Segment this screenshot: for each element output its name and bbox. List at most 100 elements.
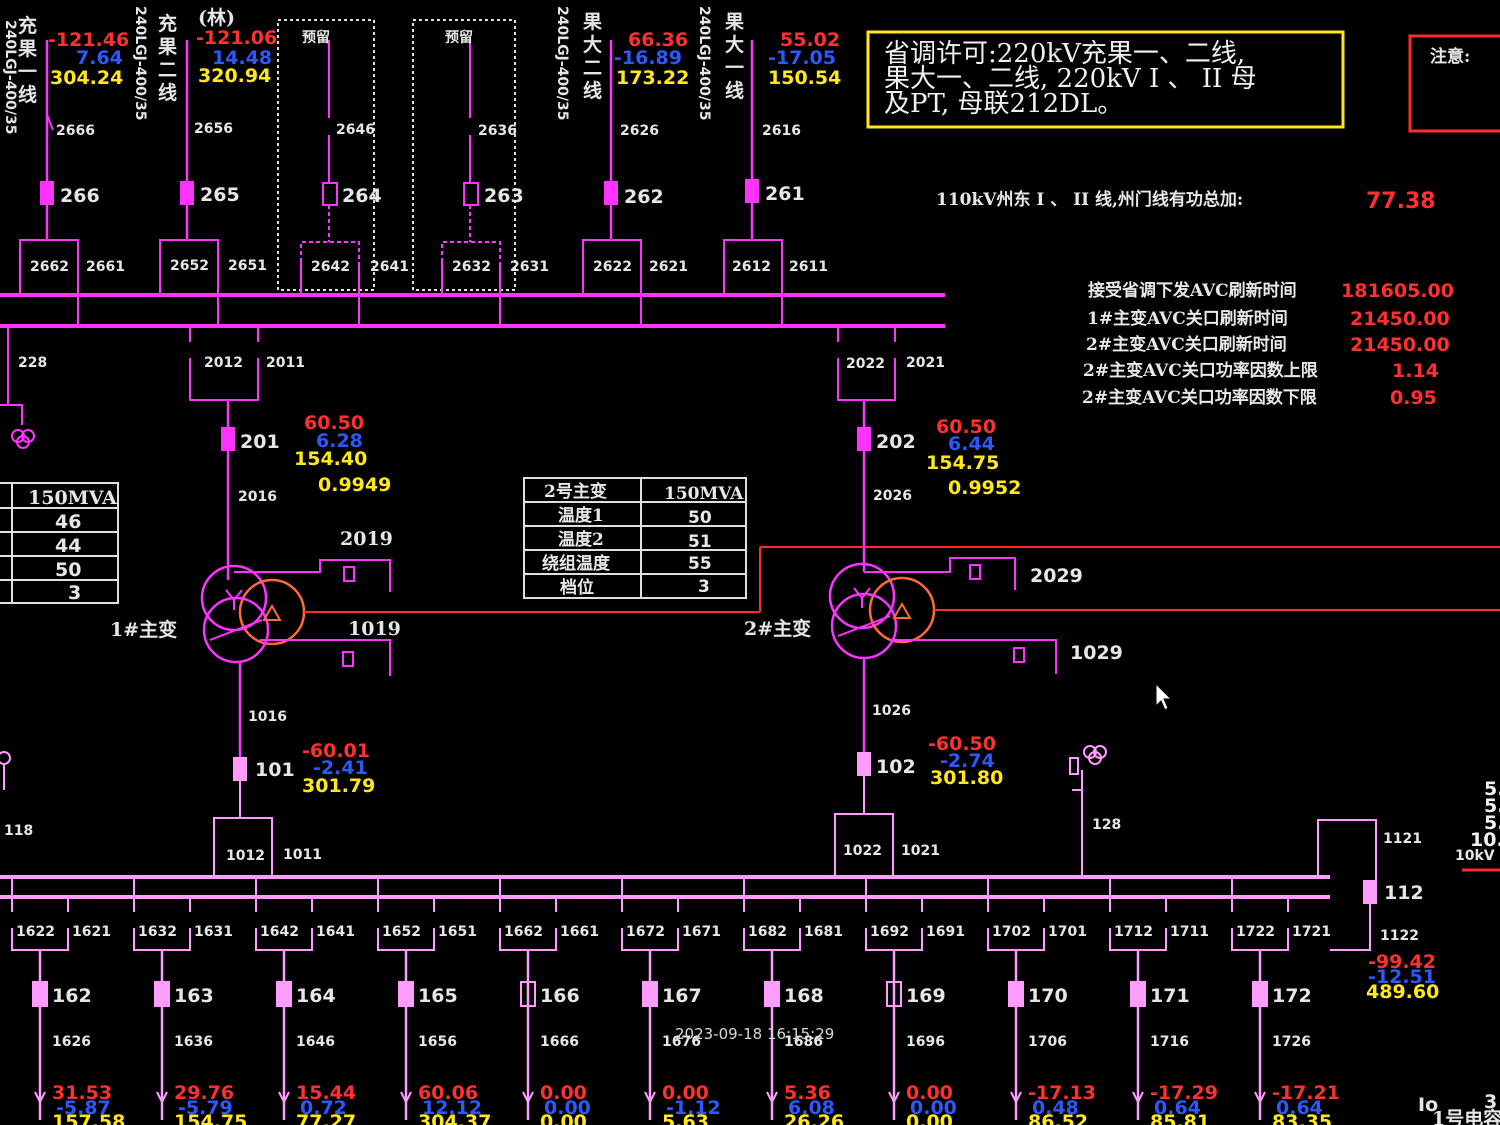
feeder-bay-168[interactable] (743, 877, 801, 1120)
iso-label: 2641 (370, 259, 409, 275)
conductor-label: 240LGJ-400/35 (554, 6, 570, 120)
iso-label: 1671 (682, 924, 721, 940)
bus-tie-112[interactable] (1317, 819, 1377, 951)
ground-switch-label: 1716 (1150, 1034, 1189, 1050)
line-bay-266[interactable] (19, 40, 79, 326)
feeder-q: 0.64 (1276, 1097, 1323, 1119)
pt-228[interactable] (0, 326, 35, 449)
t1-lv-q: -2.41 (313, 757, 368, 779)
breaker-264[interactable] (322, 182, 338, 206)
iso-label: 1642 (260, 924, 299, 940)
iso-label: 2632 (452, 259, 491, 275)
feeder-bay-171[interactable] (1109, 877, 1167, 1120)
conductor-label: 240LGJ-400/35 (132, 6, 148, 120)
feeder-bay-164[interactable] (255, 877, 313, 1120)
ground-switch-label: 1026 (872, 703, 911, 719)
feeder-bay-163[interactable] (133, 877, 191, 1120)
iso-label: 2651 (228, 258, 267, 274)
feeder-p: 0.00 (906, 1082, 953, 1104)
breaker-266[interactable] (40, 181, 54, 205)
line-bay-264[interactable] (300, 40, 360, 326)
transformer-2-bay[interactable] (828, 326, 1500, 877)
t2-table-value: 3 (698, 577, 710, 597)
sum110-label: 110kV州东 I 、 II 线,州门线有功总加: (936, 189, 1243, 210)
breaker-102[interactable] (857, 752, 871, 776)
feeder-i: 154.75 (174, 1111, 247, 1125)
iso-label: 1021 (901, 843, 940, 859)
line-bay-261[interactable] (723, 40, 783, 326)
feeder-bay-167[interactable] (621, 877, 679, 1120)
right-edge-value: 5. (1484, 795, 1500, 817)
pt-128[interactable] (1069, 745, 1107, 877)
breaker-label: 167 (662, 985, 702, 1007)
warning-box (1408, 34, 1500, 133)
iso-label: 2642 (311, 259, 350, 275)
line-name-261: 果大一线 (724, 11, 744, 102)
breaker-262[interactable] (604, 181, 618, 205)
line-name-266: 充果一线 (17, 14, 37, 106)
line-bay-263[interactable] (441, 40, 501, 326)
iso-label: 1682 (748, 924, 787, 940)
breaker-label: 263 (484, 185, 524, 207)
feeder-q: 12.12 (422, 1097, 482, 1119)
iso-label: 2622 (593, 259, 632, 275)
breaker-265[interactable] (180, 181, 194, 205)
line-bay-262[interactable] (582, 40, 642, 326)
breaker-202[interactable] (857, 427, 871, 451)
feeder-q: 0.00 (910, 1097, 957, 1119)
t1-table-value: 50 (55, 559, 81, 581)
feeder-i: 86.52 (1028, 1111, 1088, 1125)
line-261-q: -17.05 (768, 47, 836, 69)
feeder-bay-166[interactable] (499, 877, 557, 1120)
breaker-165[interactable] (398, 981, 414, 1007)
iso-label: 1641 (316, 924, 355, 940)
iso-label: 2621 (649, 259, 688, 275)
t2-lv-q: -2.74 (940, 750, 995, 772)
breaker-label: 202 (876, 431, 916, 453)
feeder-bay-170[interactable] (987, 877, 1045, 1120)
breaker-163[interactable] (154, 981, 170, 1007)
pt-118[interactable] (0, 751, 11, 790)
transformer-1-bay[interactable] (189, 326, 1500, 877)
iso-label: 1701 (1048, 924, 1087, 940)
breaker-169[interactable] (886, 981, 902, 1007)
breaker-170[interactable] (1008, 981, 1024, 1007)
breaker-261[interactable] (745, 179, 759, 203)
breaker-167[interactable] (642, 981, 658, 1007)
breaker-263[interactable] (463, 182, 479, 206)
iso-label: 1632 (138, 924, 177, 940)
breaker-172[interactable] (1252, 981, 1268, 1007)
switch-label: 2666 (56, 123, 95, 139)
switch-label: 2616 (762, 123, 801, 139)
breaker-171[interactable] (1130, 981, 1146, 1007)
feeder-bay-169[interactable] (865, 877, 923, 1120)
t2-hv-p: 60.50 (936, 416, 996, 438)
feeder-bay-162[interactable] (11, 877, 69, 1120)
breaker-201[interactable] (221, 427, 235, 451)
t2-table-value: 55 (688, 554, 712, 574)
feeder-q: 0.64 (1154, 1097, 1201, 1119)
breaker-162[interactable] (32, 981, 48, 1007)
permission-note-line-2: 果大一、二线, 220kV I 、 II 母 (884, 64, 1257, 94)
iso-label: 1011 (283, 847, 322, 863)
t1-table-value: 46 (55, 511, 81, 533)
ground-switch-label: 1636 (174, 1034, 213, 1050)
avc-value-2: 21450.00 (1350, 334, 1450, 356)
line-prefix-265: (林) (198, 6, 235, 29)
breaker-label: 169 (906, 985, 946, 1007)
breaker-166[interactable] (520, 981, 536, 1007)
feeder-bay-165[interactable] (377, 877, 435, 1120)
sum110-value: 77.38 (1366, 189, 1436, 214)
feeder-bay-172[interactable] (1231, 877, 1289, 1120)
right-edge-bottom: 1号电容 (1432, 1107, 1500, 1125)
t1-name: 1#主变 (110, 618, 177, 641)
breaker-101[interactable] (233, 757, 247, 781)
line-bay-265[interactable] (159, 40, 219, 326)
breaker-label: 261 (765, 183, 805, 205)
breaker-168[interactable] (764, 981, 780, 1007)
feeder-q: 0.72 (300, 1097, 347, 1119)
breaker-164[interactable] (276, 981, 292, 1007)
breaker-112[interactable] (1363, 880, 1377, 904)
